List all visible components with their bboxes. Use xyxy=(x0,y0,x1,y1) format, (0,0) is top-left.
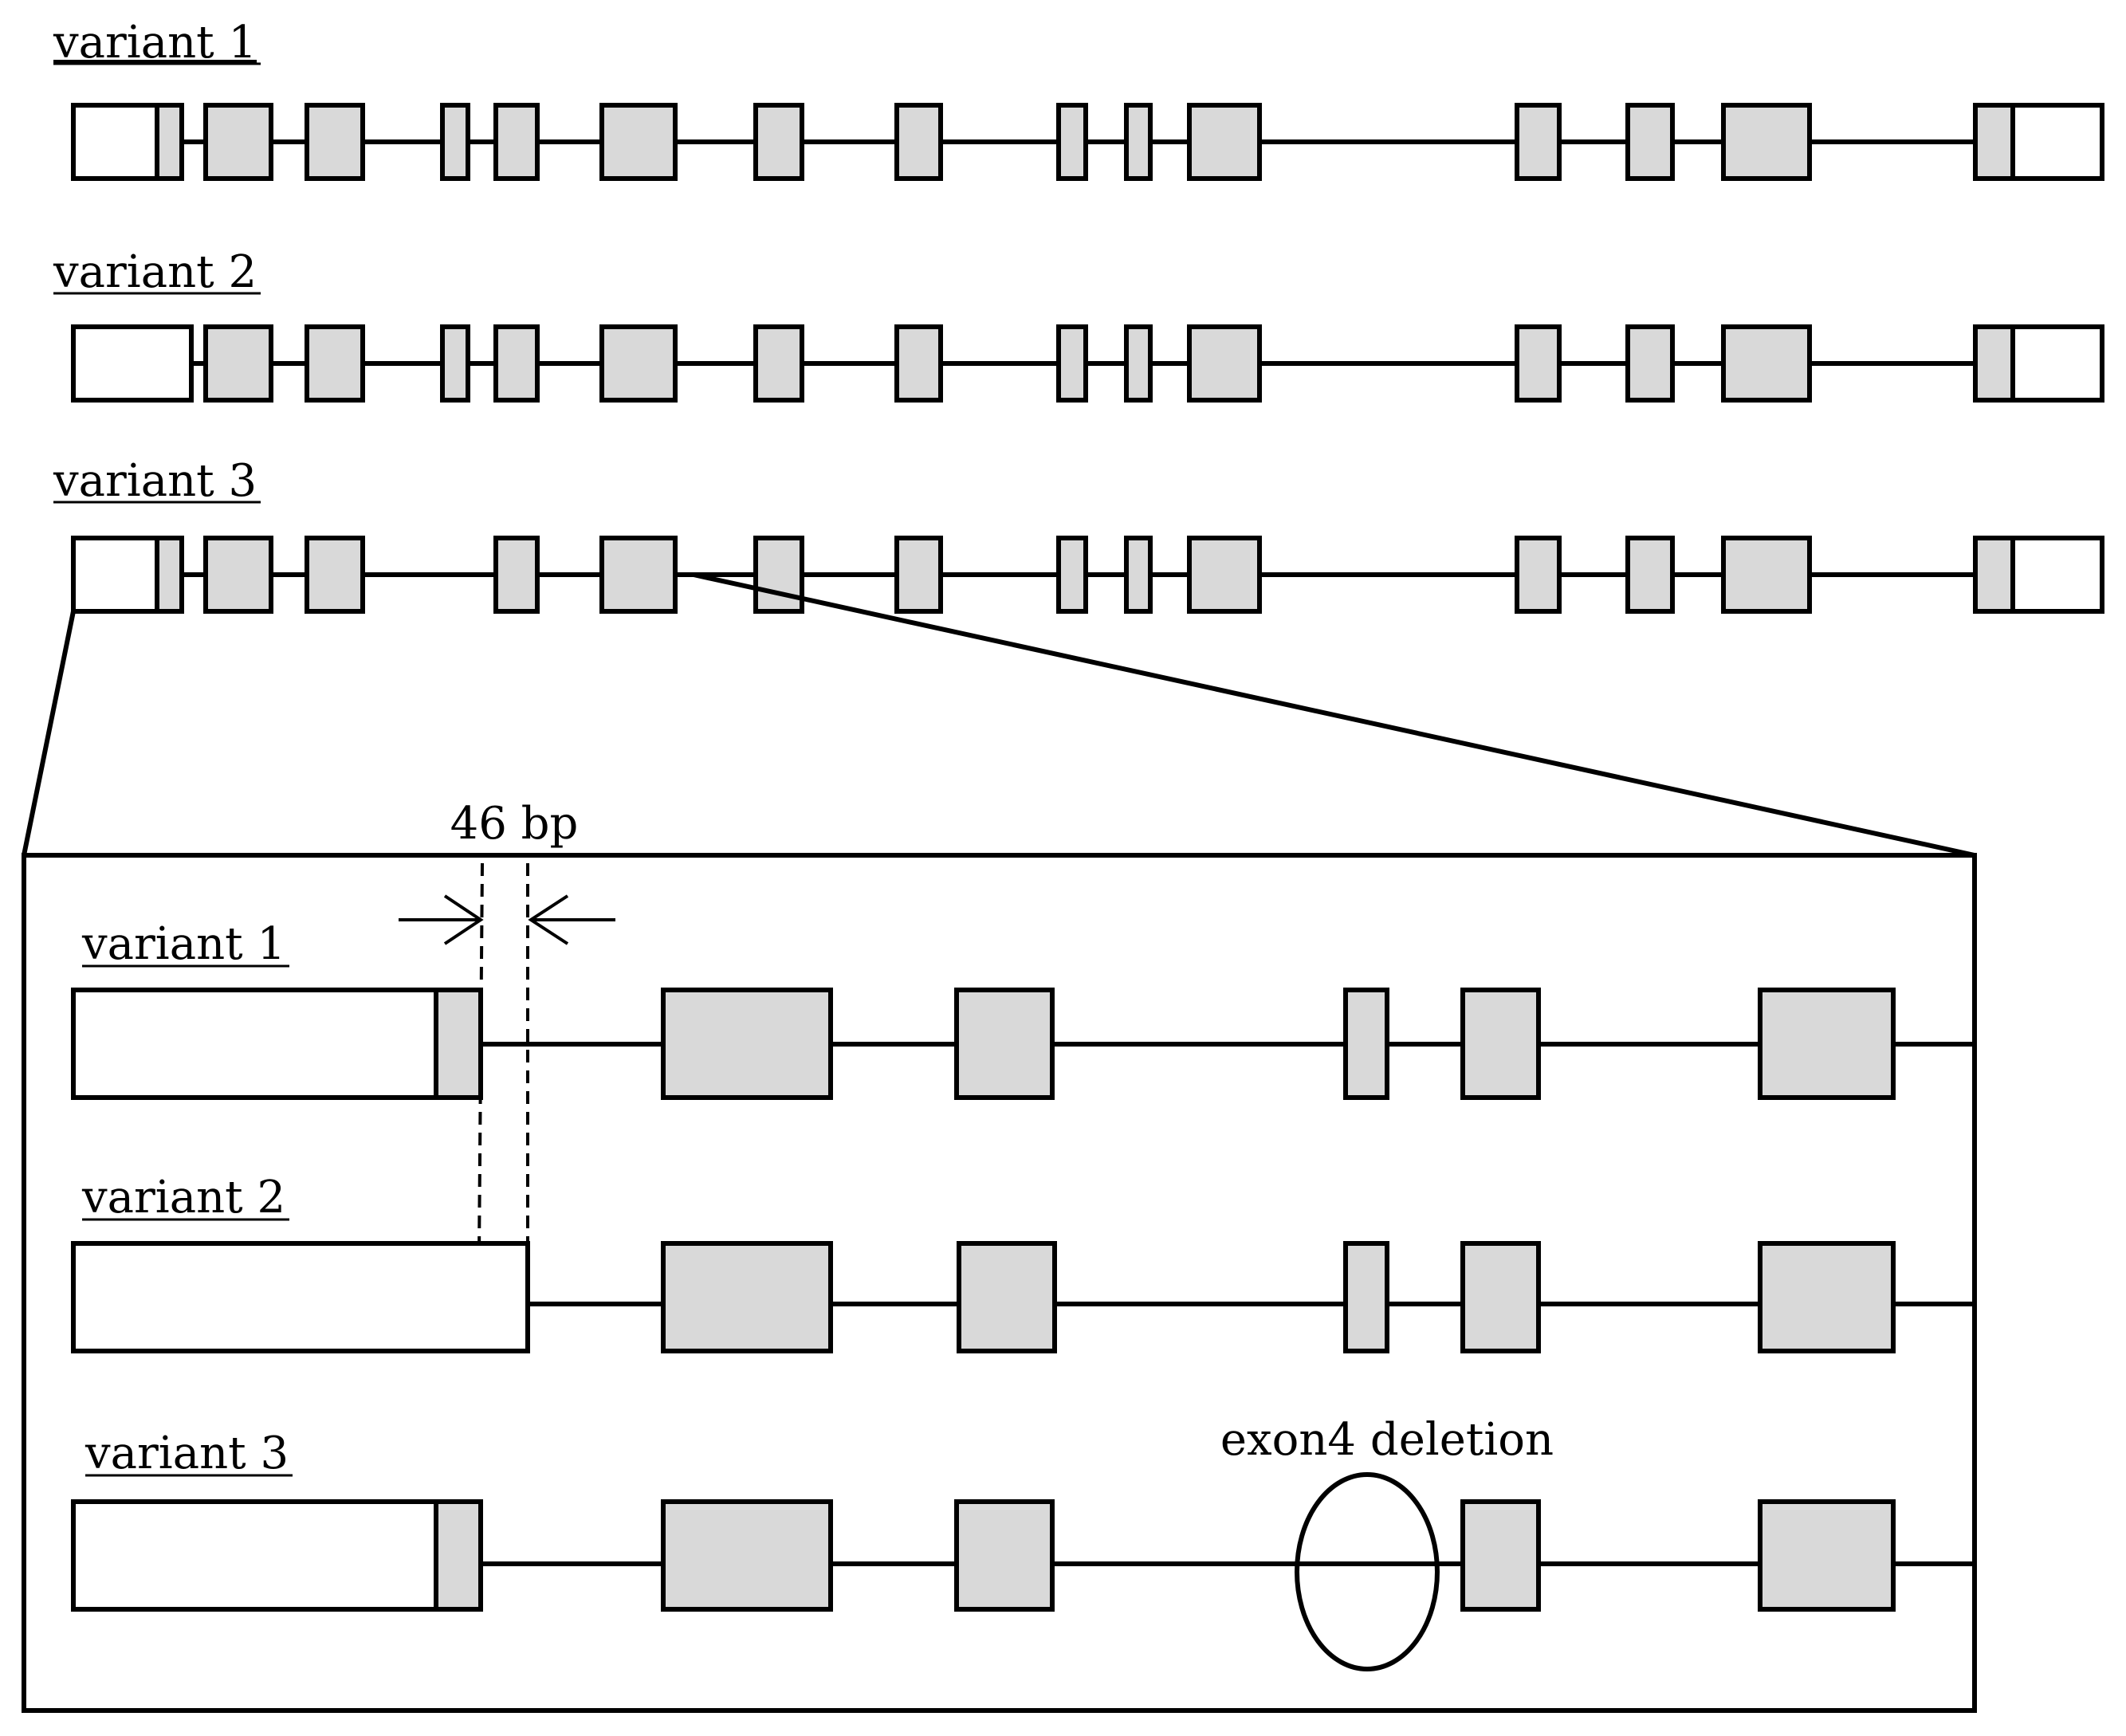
overview-variant-1-label: variant 1 xyxy=(53,17,257,69)
exon-box xyxy=(1973,536,2015,614)
zoom-panel-frame xyxy=(22,853,1977,1713)
exon4-deletion-label: exon4 deletion xyxy=(1220,1414,1554,1466)
exon-box xyxy=(203,324,273,403)
exon-box xyxy=(599,536,678,614)
exon-box xyxy=(155,103,184,181)
exon-box xyxy=(1124,536,1153,614)
utr-3-box xyxy=(2010,536,2104,614)
exon-box xyxy=(1973,324,2015,403)
utr-5-box xyxy=(71,1241,530,1353)
exon-box xyxy=(1721,536,1812,614)
exon-box xyxy=(1515,103,1562,181)
exon-box xyxy=(1056,103,1088,181)
zoom-transcript-1 xyxy=(71,988,1975,1100)
exon-box xyxy=(305,103,365,181)
overview-variant-3-label: variant 3 xyxy=(53,455,257,507)
exon-box xyxy=(599,324,678,403)
exon-box xyxy=(203,103,273,181)
exon-box xyxy=(434,988,483,1100)
exon-box xyxy=(753,536,804,614)
exon-box xyxy=(661,1241,833,1353)
bp-right-arrow-icon xyxy=(528,894,615,945)
exon-box xyxy=(957,1241,1057,1353)
exon-box xyxy=(440,103,470,181)
exon-box xyxy=(434,1499,483,1612)
exon-box xyxy=(1758,1241,1896,1353)
exon-box xyxy=(1187,324,1262,403)
exon-box xyxy=(1056,536,1088,614)
utr-3-box xyxy=(2010,103,2104,181)
exon-box xyxy=(894,324,943,403)
exon-box xyxy=(1625,324,1675,403)
overview-transcript-1 xyxy=(71,103,2104,181)
bp-length-label: 46 bp xyxy=(450,798,579,850)
overview-transcript-3 xyxy=(71,536,2104,614)
exon-box xyxy=(1460,1241,1541,1353)
utr-5-box xyxy=(71,103,159,181)
exon-box xyxy=(1721,103,1812,181)
exon-box xyxy=(440,324,470,403)
exon-box xyxy=(1056,324,1088,403)
exon-box xyxy=(1460,988,1541,1100)
exon-box xyxy=(954,1499,1055,1612)
exon-box xyxy=(493,324,540,403)
exon-box xyxy=(1515,536,1562,614)
exon-box xyxy=(1758,988,1896,1100)
overview-transcript-2 xyxy=(71,324,2104,403)
exon-box xyxy=(1515,324,1562,403)
exon-box xyxy=(493,536,540,614)
exon-box xyxy=(203,536,273,614)
bp-left-arrow-icon xyxy=(399,894,484,945)
deletion-circle xyxy=(1295,1472,1440,1671)
zoom-projection-right xyxy=(693,572,1975,858)
exon-box xyxy=(1460,1499,1541,1612)
utr-5-box xyxy=(71,988,438,1100)
exon-box xyxy=(305,324,365,403)
exon-box xyxy=(155,536,184,614)
exon-box xyxy=(894,536,943,614)
exon-box xyxy=(661,988,833,1100)
exon-box xyxy=(753,324,804,403)
exon-box xyxy=(493,103,540,181)
exon-box xyxy=(1343,1241,1389,1353)
zoom-variant-3-label: variant 3 xyxy=(84,1428,289,1479)
utr-5-box xyxy=(71,324,194,403)
exon-box xyxy=(1758,1499,1896,1612)
exon-box xyxy=(1343,988,1389,1100)
exon-box xyxy=(1625,536,1675,614)
exon-box xyxy=(753,103,804,181)
exon-box xyxy=(599,103,678,181)
zoom-variant-1-label: variant 1 xyxy=(81,918,285,970)
exon-box xyxy=(954,988,1055,1100)
exon-box xyxy=(1124,103,1153,181)
utr-5-box xyxy=(71,536,159,614)
exon-box xyxy=(1973,103,2015,181)
zoom-variant-2-label: variant 2 xyxy=(81,1172,285,1223)
exon-box xyxy=(1625,103,1675,181)
utr-3-box xyxy=(2010,324,2104,403)
exon-box xyxy=(1187,103,1262,181)
exon-box xyxy=(1721,324,1812,403)
exon-box xyxy=(1187,536,1262,614)
overview-variant-2-label: variant 2 xyxy=(53,246,257,298)
exon-box xyxy=(661,1499,833,1612)
exon-box xyxy=(894,103,943,181)
zoom-transcript-3 xyxy=(71,1499,1975,1612)
exon-box xyxy=(305,536,365,614)
utr-5-box xyxy=(71,1499,438,1612)
zoom-projection-left xyxy=(22,611,76,856)
exon-box xyxy=(1124,324,1153,403)
zoom-transcript-2 xyxy=(71,1241,1975,1353)
